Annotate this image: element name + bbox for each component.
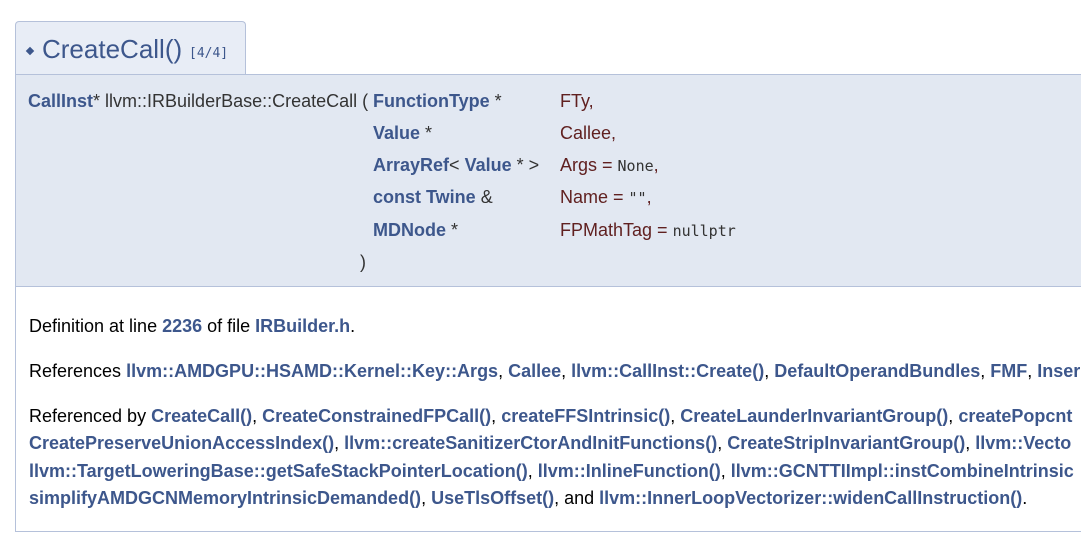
referenced-by-link[interactable]: llvm::InnerLoopVectorizer::widenCallInst… (599, 488, 1023, 508)
referenced-by-line: Referenced by CreateCall(), CreateConstr… (29, 406, 1073, 426)
references-line: References llvm::AMDGPU::HSAMD::Kernel::… (29, 361, 1081, 381)
reference-link[interactable]: FMF (990, 361, 1028, 381)
param-name: FTy, (560, 91, 594, 111)
closing-paren: ) (360, 252, 366, 272)
param-type-link[interactable]: MDNode (373, 220, 446, 240)
referenced-by-line: CreatePreserveUnionAccessIndex(), llvm::… (29, 433, 1072, 453)
param-name: Args = None, (560, 155, 659, 175)
param-type: ArrayRef< Value * > (373, 155, 540, 175)
param-type: FunctionType * (373, 91, 502, 111)
reference-link[interactable]: llvm::CallInst::Create() (571, 361, 765, 381)
referenced-by-link[interactable]: llvm::GCNTTIImpl::instCombineIntrinsic (730, 461, 1074, 481)
member-tab: CreateCall() [4/4] (15, 21, 246, 74)
referenced-by-link[interactable]: llvm::InlineFunction() (537, 461, 721, 481)
param-type: MDNode * (373, 220, 459, 240)
param-type-link[interactable]: FunctionType (373, 91, 490, 111)
file-link[interactable]: IRBuilder.h (255, 316, 351, 336)
param-name: FPMathTag = nullptr (560, 220, 736, 240)
reference-link[interactable]: llvm::AMDGPU::HSAMD::Kernel::Key::Args (126, 361, 499, 381)
reference-link[interactable]: DefaultOperandBundles (774, 361, 981, 381)
param-type-link[interactable]: Value (464, 155, 512, 175)
referenced-by-link[interactable]: createFFSIntrinsic() (501, 406, 671, 426)
overload-counter: [4/4] (189, 46, 229, 61)
return-type: CallInst* llvm::IRBuilderBase::CreateCal… (28, 91, 369, 111)
param-default: None (617, 157, 654, 175)
param-name: Callee, (560, 123, 617, 143)
qualified-name: llvm::IRBuilderBase::CreateCall ( (105, 91, 369, 111)
referenced-by-link[interactable]: UseTlsOffset() (431, 488, 555, 508)
referenced-by-line: llvm::TargetLoweringBase::getSafeStackPo… (29, 461, 1074, 481)
param-default: "" (628, 189, 647, 207)
referenced-by-link[interactable]: llvm::Vecto (975, 433, 1072, 453)
reference-link[interactable]: Inser (1037, 361, 1081, 381)
param-type-link[interactable]: Value (373, 123, 421, 143)
param-type-link[interactable]: Twine (426, 187, 476, 207)
member-title: CreateCall() (42, 34, 183, 64)
param-type: const Twine & (373, 187, 493, 207)
referenced-by-link[interactable]: llvm::createSanitizerCtorAndInitFunction… (344, 433, 718, 453)
referenced-by-link[interactable]: CreateCall() (151, 406, 253, 426)
referenced-by-link[interactable]: CreateStripInvariantGroup() (727, 433, 966, 453)
referenced-by-link[interactable]: CreateConstrainedFPCall() (262, 406, 492, 426)
referenced-by-link[interactable]: CreateLaunderInvariantGroup() (680, 406, 949, 426)
diamond-bullet-icon (25, 46, 35, 56)
definition-line: Definition at line 2236 of file IRBuilde… (29, 316, 356, 336)
param-default: nullptr (672, 222, 736, 240)
referenced-by-link[interactable]: createPopcnt (958, 406, 1073, 426)
param-type: Value * (373, 123, 433, 143)
referenced-by-line: simplifyAMDGCNMemoryIntrinsicDemanded(),… (29, 488, 1028, 508)
referenced-by-link[interactable]: CreatePreserveUnionAccessIndex() (29, 433, 335, 453)
param-name: Name = "", (560, 187, 652, 207)
member-documentation: Definition at line 2236 of file IRBuilde… (15, 287, 1081, 532)
referenced-by-link[interactable]: simplifyAMDGCNMemoryIntrinsicDemanded() (29, 488, 422, 508)
return-type-link[interactable]: CallInst (28, 91, 94, 111)
function-prototype: CallInst* llvm::IRBuilderBase::CreateCal… (15, 74, 1081, 287)
param-type-link[interactable]: ArrayRef (373, 155, 450, 175)
line-number-link[interactable]: 2236 (162, 316, 203, 336)
referenced-by-link[interactable]: llvm::TargetLoweringBase::getSafeStackPo… (29, 461, 528, 481)
reference-link[interactable]: Callee (508, 361, 562, 381)
